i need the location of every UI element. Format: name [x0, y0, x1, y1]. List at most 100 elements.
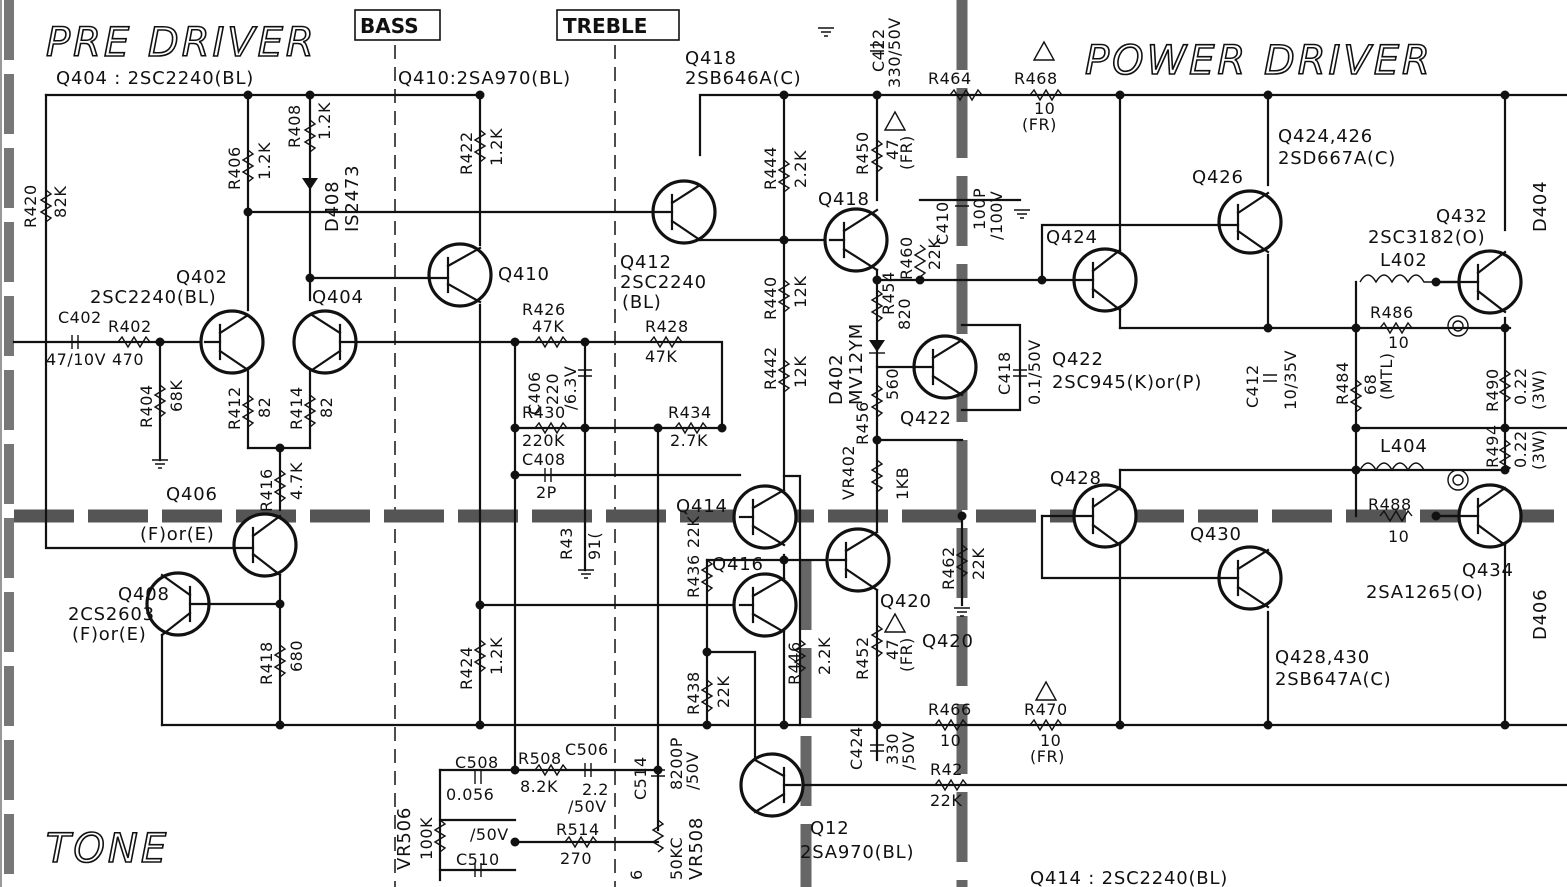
r418-value: 680 — [287, 640, 306, 672]
q402-label: Q402 — [176, 267, 228, 288]
c424-value: 330 — [883, 733, 902, 765]
q408-grade: (F)or(E) — [72, 624, 147, 645]
transistor-q430 — [1216, 545, 1283, 611]
resistors — [39, 88, 1512, 853]
c402-value: 47/10V — [46, 350, 106, 369]
transistor-q432 — [1434, 249, 1523, 315]
q402-type: 2SC2240(BL) — [90, 287, 216, 308]
q414-label: Q414 — [676, 496, 728, 517]
c514-voltage: /50V — [683, 751, 702, 790]
l402-label: L402 — [1380, 250, 1428, 271]
diodes — [302, 178, 885, 354]
d408-label: D408 — [322, 181, 343, 232]
q428-430-type: 2SB647A(C) — [1275, 669, 1392, 690]
r460-label: R460 — [897, 236, 916, 280]
r436-value: 22K — [684, 516, 703, 548]
r494-label: R494 — [1483, 424, 1502, 468]
note-q404: Q404 : 2SC2240(BL) — [56, 68, 254, 89]
d408-value: IS2473 — [342, 165, 363, 232]
r446-label: R446 — [785, 641, 804, 685]
q426-label: Q426 — [1192, 167, 1244, 188]
vr402-value: 1KB — [893, 467, 912, 500]
r438-value: 22K — [714, 676, 733, 708]
r402-label: R402 — [108, 317, 152, 336]
r444-label: R444 — [761, 146, 780, 190]
junction-dots — [155, 90, 1510, 847]
c406-voltage: /6.3V — [561, 366, 580, 410]
q408-type: 2CS2603 — [68, 604, 155, 625]
r430-value: 220K — [522, 431, 565, 450]
r484-value: 68 — [1361, 374, 1380, 395]
c508-voltage: /50V — [470, 825, 509, 844]
c506-value: 2.2 — [582, 780, 609, 799]
r456-label: R456 — [853, 401, 872, 445]
r414-label: R414 — [287, 386, 306, 430]
transistor-q404 — [292, 309, 358, 375]
l404-label: L404 — [1380, 436, 1428, 457]
r414-value: 82 — [317, 397, 336, 418]
c408-value: 2P — [536, 483, 557, 502]
r426-value: 47K — [532, 317, 564, 336]
treble-box: TREBLE — [556, 9, 680, 41]
c418-label: C418 — [995, 351, 1014, 395]
q434-label: Q434 — [1462, 560, 1514, 581]
q424-426-type: 2SD667A(C) — [1278, 148, 1396, 169]
warning-icons — [883, 40, 1058, 701]
r446-value: 2.2K — [815, 637, 834, 675]
c408-label: C408 — [522, 450, 566, 469]
r420-label: R420 — [21, 184, 40, 228]
transistor-q412 — [651, 179, 717, 245]
r424-value: 1.2K — [487, 637, 506, 675]
vr508-label: VR508 — [686, 817, 707, 880]
r450-label: R450 — [853, 131, 872, 175]
c412-value: 10/35V — [1281, 350, 1300, 410]
c422-value: 330/50V — [885, 17, 904, 88]
c412-label: C412 — [1243, 364, 1262, 408]
r494-value: 0.22 — [1511, 430, 1530, 468]
q424-426-label: Q424,426 — [1278, 126, 1373, 147]
c506-voltage: /50V — [568, 797, 607, 816]
c508-label: C508 — [455, 753, 499, 772]
q434-type: 2SA1265(O) — [1366, 582, 1484, 603]
transistor-q414 — [732, 484, 798, 550]
transistor-q402 — [199, 309, 265, 375]
c418-value: 0.1/50V — [1025, 339, 1044, 405]
q428-430-label: Q428,430 — [1275, 647, 1370, 668]
q430-label: Q430 — [1190, 524, 1242, 545]
r406-value: 1.2K — [255, 142, 274, 180]
c406-value: 220 — [543, 373, 562, 405]
capacitors — [71, 44, 1277, 877]
r450-value: 47 — [883, 139, 902, 160]
transistor-q410 — [427, 242, 493, 308]
r490-value: 0.22 — [1511, 367, 1530, 405]
r468-label: R468 — [1014, 69, 1058, 88]
r470-type: (FR) — [1030, 747, 1065, 766]
q432-label: Q432 — [1436, 206, 1488, 227]
transistor-q418 — [823, 207, 889, 273]
d404-label: D404 — [1530, 181, 1551, 232]
r486-label: R486 — [1370, 303, 1414, 322]
r514-label: R514 — [556, 820, 600, 839]
transistor-q420 — [825, 527, 891, 593]
q412-grade: (BL) — [622, 292, 662, 313]
q410-label: Q410 — [498, 264, 550, 285]
svg-text:BASS: BASS — [360, 14, 419, 38]
r462-value: 22K — [969, 548, 988, 580]
q428-label: Q428 — [1050, 468, 1102, 489]
r418-label: R418 — [257, 641, 276, 685]
r408-label: R408 — [285, 104, 304, 148]
r426-label: R426 — [522, 300, 566, 319]
r412-value: 82 — [255, 397, 274, 418]
c506-label: C506 — [565, 740, 609, 759]
r440-label: R440 — [761, 276, 780, 320]
r490-type: (3W) — [1529, 370, 1548, 410]
q418-label-top: Q418 — [685, 48, 737, 69]
r484-type: (MTL) — [1377, 353, 1396, 400]
r424-label: R424 — [457, 646, 476, 690]
left-border — [0, 0, 14, 887]
transistor-q416 — [732, 572, 798, 638]
bass-box: BASS — [354, 9, 441, 41]
r508-value: 8.2K — [520, 777, 558, 796]
vr506-value: 100K — [417, 817, 436, 860]
note-q410: Q410:2SA970(BL) — [398, 68, 571, 89]
